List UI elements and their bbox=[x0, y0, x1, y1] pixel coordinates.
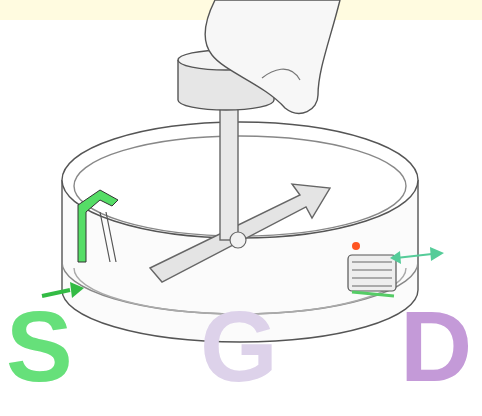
terminal-label: D bbox=[400, 296, 472, 396]
pivot bbox=[230, 232, 246, 248]
terminal-label: S bbox=[6, 296, 73, 396]
fingernail bbox=[262, 69, 300, 80]
shaft bbox=[220, 100, 238, 240]
terminal-label: G bbox=[200, 296, 278, 396]
drain-contact bbox=[348, 242, 444, 296]
source-contact bbox=[42, 190, 118, 298]
lever-arrow bbox=[150, 184, 330, 282]
finger bbox=[205, 0, 340, 113]
